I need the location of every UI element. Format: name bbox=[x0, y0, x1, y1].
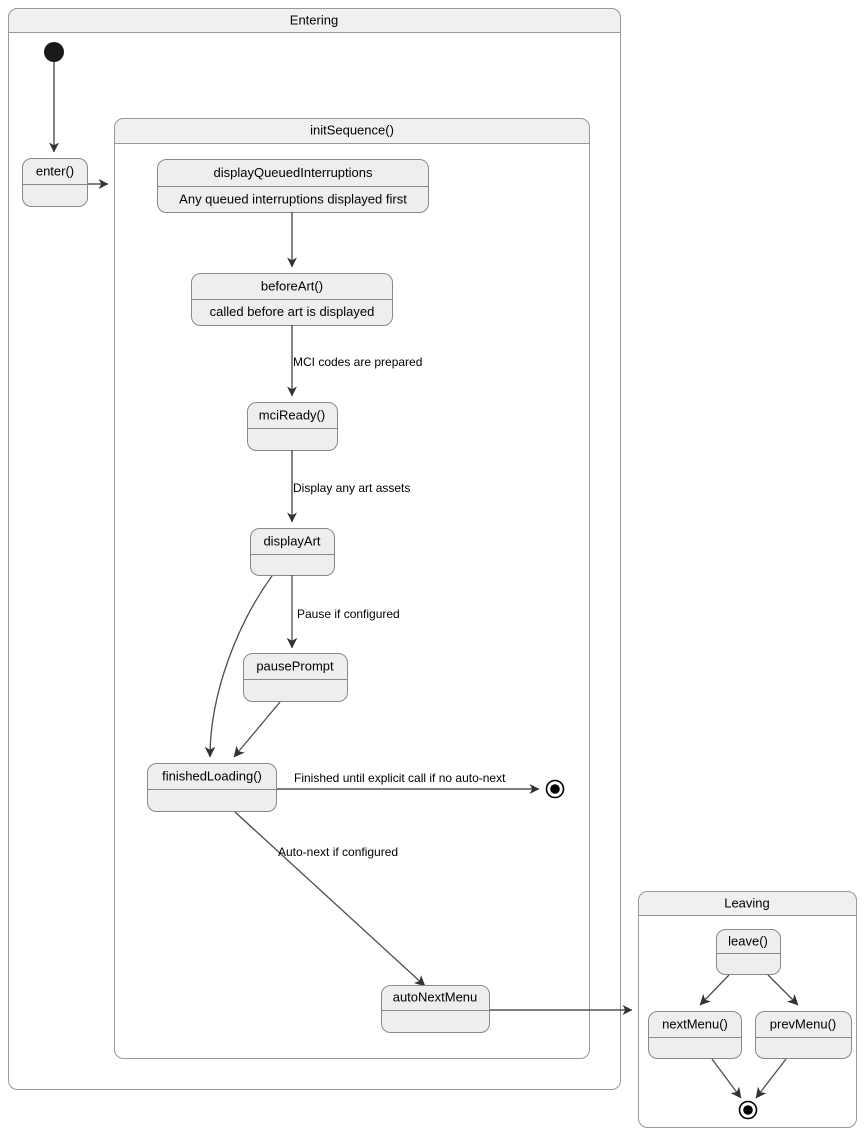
state-finishedloading: finishedLoading() bbox=[147, 763, 277, 812]
state-finishedloading-title: finishedLoading() bbox=[162, 768, 262, 783]
initsequence-frame bbox=[114, 118, 590, 1059]
final-state-leaving bbox=[738, 1100, 758, 1120]
state-autonextmenu: autoNextMenu bbox=[381, 985, 490, 1033]
state-displayqueuedinterruptions-desc: Any queued interruptions displayed first bbox=[179, 191, 407, 206]
state-mciready: mciReady() bbox=[247, 402, 338, 451]
transition-label-display-art-assets: Display any art assets bbox=[293, 481, 410, 495]
transition-label-finished-until-explicit-call: Finished until explicit call if no auto-… bbox=[294, 771, 506, 785]
state-displayart-title: displayArt bbox=[263, 533, 320, 548]
state-pauseprompt-title: pausePrompt bbox=[256, 658, 334, 673]
state-nextmenu: nextMenu() bbox=[648, 1011, 742, 1059]
state-nextmenu-box bbox=[648, 1011, 742, 1059]
state-mciready-title: mciReady() bbox=[259, 407, 325, 422]
state-displayart: displayArt bbox=[250, 528, 335, 576]
state-beforeart-title: beforeArt() bbox=[261, 278, 323, 293]
state-leave: leave() bbox=[716, 929, 781, 975]
initsequence-header bbox=[114, 118, 590, 144]
transition-label-pause-if-configured: Pause if configured bbox=[297, 607, 400, 621]
transition-label-auto-next-if-configured: Auto-next if configured bbox=[278, 845, 398, 859]
leaving-header bbox=[638, 891, 857, 916]
composite-state-initsequence: initSequence() bbox=[114, 118, 590, 1059]
final-state-dot bbox=[550, 784, 560, 794]
state-enter-title: enter() bbox=[36, 163, 74, 178]
transition-nextmenu-to-final bbox=[711, 1058, 742, 1099]
state-prevmenu: prevMenu() bbox=[755, 1011, 852, 1059]
initsequence-title: initSequence() bbox=[310, 122, 394, 137]
state-leave-title: leave() bbox=[728, 933, 768, 948]
leaving-frame bbox=[638, 891, 857, 1128]
transition-pauseprompt-to-finishedloading bbox=[233, 701, 281, 758]
state-finishedloading-box bbox=[147, 763, 277, 812]
transition-prevmenu-to-final bbox=[755, 1058, 787, 1099]
state-beforeart: beforeArt() called before art is display… bbox=[191, 273, 393, 326]
state-autonextmenu-box bbox=[381, 985, 490, 1033]
state-displayqueuedinterruptions: displayQueuedInterruptions Any queued in… bbox=[157, 159, 429, 213]
state-pauseprompt-box bbox=[243, 653, 348, 702]
leaving-title: Leaving bbox=[724, 895, 770, 910]
transition-finishedloading-to-autonextmenu bbox=[234, 811, 426, 987]
state-nextmenu-title: nextMenu() bbox=[662, 1016, 728, 1031]
transition-displayart-to-finishedloading bbox=[204, 575, 273, 758]
state-leave-box bbox=[716, 929, 781, 975]
state-displayqueuedinterruptions-title: displayQueuedInterruptions bbox=[214, 165, 373, 180]
state-prevmenu-title: prevMenu() bbox=[770, 1016, 836, 1031]
state-beforeart-desc: called before art is displayed bbox=[210, 304, 375, 319]
transition-leave-to-prevmenu bbox=[767, 974, 799, 1006]
final-state-entering bbox=[545, 779, 565, 799]
final-state-leaving-dot bbox=[743, 1105, 753, 1115]
initial-state-icon bbox=[44, 42, 64, 62]
state-prevmenu-box bbox=[755, 1011, 852, 1059]
entering-title: Entering bbox=[290, 12, 338, 27]
transition-label-mci-codes-prepared: MCI codes are prepared bbox=[293, 355, 422, 369]
state-enter: enter() bbox=[22, 158, 88, 207]
composite-state-leaving: Leaving bbox=[638, 891, 857, 1128]
state-enter-box bbox=[22, 158, 88, 207]
entering-header bbox=[8, 8, 621, 33]
state-autonextmenu-title: autoNextMenu bbox=[393, 989, 478, 1004]
state-pauseprompt: pausePrompt bbox=[243, 653, 348, 702]
initial-state-entering bbox=[44, 42, 64, 62]
transition-leave-to-nextmenu bbox=[699, 974, 730, 1006]
